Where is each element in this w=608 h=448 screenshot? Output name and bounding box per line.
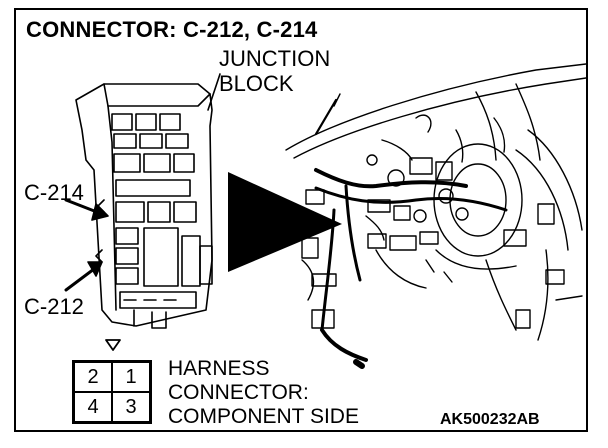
harness-label-line1: HARNESS: [168, 357, 270, 380]
pin-cell: 4: [74, 392, 112, 422]
pin-cell: 1: [112, 362, 150, 392]
dashboard-harness-drawing: [285, 63, 586, 369]
figure-code: AK500232AB: [440, 411, 540, 428]
c212-arrow: [64, 261, 103, 292]
junction-leader-line: [207, 73, 221, 111]
harness-label-line2: CONNECTOR:: [168, 381, 309, 404]
pin-cell: 2: [74, 362, 112, 392]
diagram-frame: CONNECTOR: C-212, C-214 JUNCTION BLOCK C…: [14, 8, 588, 432]
c214-arrow: [64, 198, 109, 221]
junction-block-drawing: [75, 83, 213, 329]
pin-cell: 3: [112, 392, 150, 422]
c214-label: C-214: [24, 180, 84, 205]
harness-label-line3: COMPONENT SIDE: [168, 405, 359, 428]
triangle-arrow-icon: [228, 172, 342, 272]
illustration: [64, 63, 586, 369]
junction-block-label-line2: BLOCK: [219, 71, 294, 96]
junction-block-label-line1: JUNCTION: [219, 46, 331, 71]
harness-connector-pinout: 2 1 4 3: [72, 360, 152, 424]
triangle-key-icon: [105, 339, 121, 351]
c212-label: C-212: [24, 294, 84, 319]
page-title: CONNECTOR: C-212, C-214: [26, 17, 318, 42]
